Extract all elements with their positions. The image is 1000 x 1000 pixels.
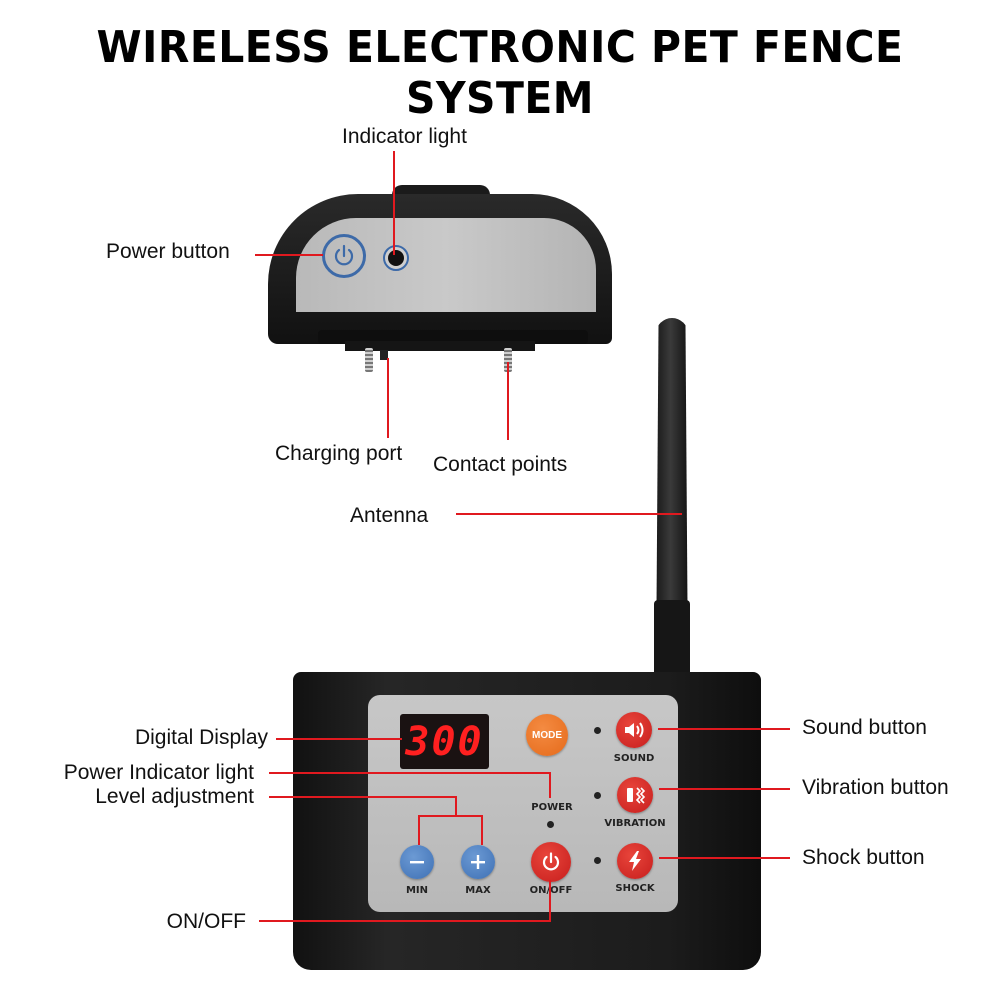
callout-line-on-off-h	[259, 920, 551, 922]
max-label: MAX	[465, 885, 491, 896]
callout-shock-button: Shock button	[802, 846, 925, 869]
callout-on-off: ON/OFF	[166, 910, 246, 933]
callout-line-vibration	[659, 788, 790, 790]
callout-antenna: Antenna	[350, 504, 429, 527]
callout-line-contact-points	[507, 362, 509, 440]
callout-line-power-button	[255, 254, 323, 256]
vibration-button[interactable]	[617, 777, 653, 813]
collar-base	[318, 330, 588, 344]
vibration-label: VIBRATION	[604, 818, 666, 829]
callout-line-power-indicator-h	[269, 772, 550, 774]
shock-led	[594, 857, 601, 864]
power-indicator-label: POWER	[531, 802, 573, 813]
power-icon	[334, 244, 354, 266]
shock-label: SHOCK	[615, 883, 655, 894]
antenna-hinge	[654, 600, 690, 676]
page-title: WIRELESS ELECTRONIC PET FENCE SYSTEM	[96, 22, 904, 124]
on-off-button[interactable]	[531, 842, 571, 882]
callout-line-sound	[658, 728, 790, 730]
callout-line-charging-port	[387, 358, 389, 438]
callout-line-level-min	[418, 815, 420, 845]
digital-display: 300	[400, 714, 489, 769]
callout-sound-button: Sound button	[802, 716, 927, 739]
contact-point-right	[504, 348, 512, 372]
collar-contact-plate	[345, 341, 535, 351]
callout-line-on-off-v	[549, 880, 551, 922]
callout-indicator-light: Indicator light	[342, 125, 467, 148]
on-off-label: ON/OFF	[529, 885, 573, 896]
mode-button[interactable]: MODE	[526, 714, 568, 756]
charging-port	[380, 350, 388, 360]
vibration-icon	[627, 787, 646, 804]
max-button[interactable]	[461, 845, 495, 879]
min-button[interactable]	[400, 845, 434, 879]
mode-button-label: MODE	[532, 729, 562, 741]
minus-icon	[410, 861, 424, 864]
power-indicator-led	[547, 821, 554, 828]
plus-icon	[471, 855, 485, 869]
shock-button[interactable]	[617, 843, 653, 879]
sound-led	[594, 727, 601, 734]
callout-vibration-button: Vibration button	[802, 776, 949, 799]
collar-indicator-light	[383, 245, 409, 271]
callout-power-button: Power button	[106, 240, 230, 263]
callout-line-indicator-light	[393, 151, 395, 255]
callout-digital-display: Digital Display	[134, 726, 268, 749]
callout-line-digital-display	[276, 738, 402, 740]
vibration-led	[594, 792, 601, 799]
callout-contact-points: Contact points	[433, 453, 568, 476]
sound-button[interactable]	[616, 712, 652, 748]
callout-line-level-max	[481, 815, 483, 845]
callout-line-level-v	[455, 796, 457, 816]
callout-line-power-indicator-v	[549, 772, 551, 798]
indicator-led-icon	[388, 250, 404, 266]
callout-level-adjustment: Level adjustment	[95, 785, 254, 808]
collar-power-button[interactable]	[322, 234, 366, 278]
callout-charging-port: Charging port	[275, 442, 403, 465]
callout-line-level-bracket	[418, 815, 482, 817]
contact-point-left	[365, 348, 373, 372]
display-value: 300	[405, 718, 484, 765]
callout-line-level-h	[269, 796, 456, 798]
callout-line-shock	[659, 857, 790, 859]
speaker-icon	[625, 722, 644, 738]
power-icon	[542, 852, 560, 871]
lightning-icon	[629, 851, 641, 871]
callout-line-antenna	[456, 513, 682, 515]
sound-label: SOUND	[613, 753, 655, 764]
min-label: MIN	[405, 885, 429, 896]
callout-power-indicator-light: Power Indicator light	[63, 761, 254, 784]
